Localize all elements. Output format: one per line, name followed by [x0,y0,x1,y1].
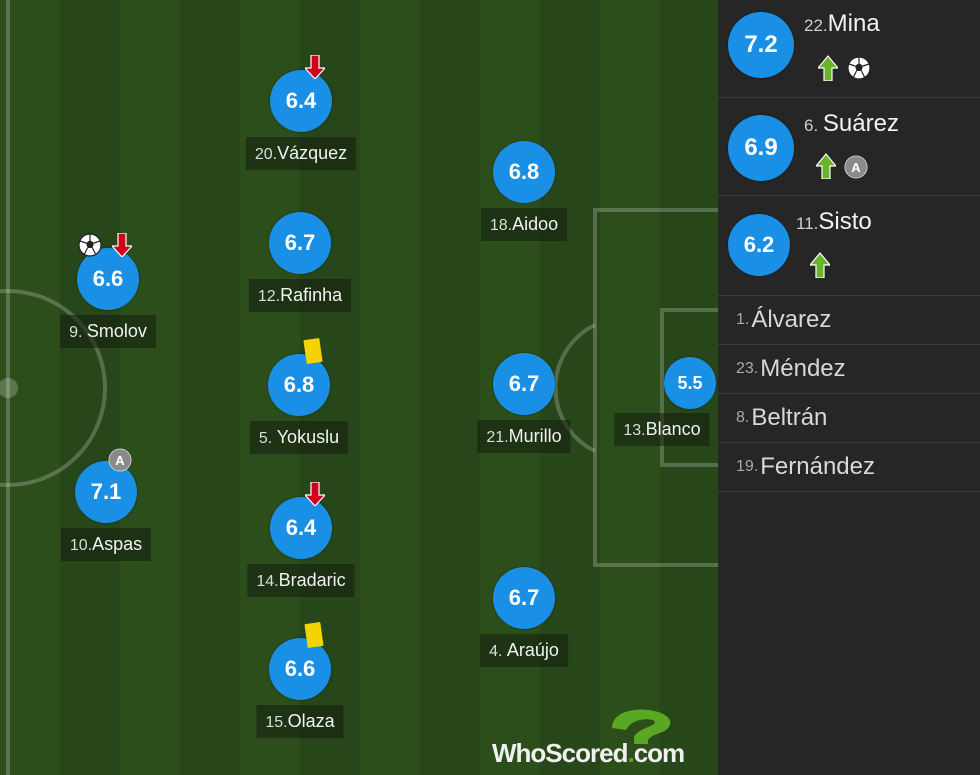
rating-circle: 6.8 [268,354,330,416]
shirt-number: 13. [623,422,646,439]
shirt-number: 21. [486,429,509,446]
player-name-tag: 9. Smolov [60,315,156,348]
player-name-tag: 4. Araújo [480,634,568,667]
sub-on-arrow-icon [808,252,832,278]
shirt-number: 23. [736,360,759,377]
sub-name: 6. Suárez [804,110,899,138]
player-name-tag: 12.Rafinha [248,279,352,312]
assist-badge-icon: A [108,448,132,472]
player-name: Fernández [760,453,875,480]
bench-player-fernandez[interactable]: 19.Fernández [718,443,980,492]
player-name: Aspas [92,534,143,554]
goal-box [660,308,718,467]
player-name-tag: 20.Vázquez [245,137,357,170]
player-name: Yokuslu [276,427,340,447]
yellow-card-icon [301,338,325,364]
shirt-number: 9. [69,324,87,341]
sub-player-suarez[interactable]: 6.9 6. Suárez A [718,98,980,196]
logo-tld: com [633,738,685,768]
player-name: Sisto [818,208,872,235]
center-circle [0,289,107,487]
shirt-number: 5. [258,430,277,447]
shirt-number: 22. [804,16,828,35]
rating-circle: 6.9 [728,115,794,181]
player-name: Bradaric [278,570,346,590]
player-name: Araújo [506,640,559,660]
player-name-tag: 21.Murillo [477,420,571,453]
shirt-number: 12. [257,288,281,305]
yellow-card-icon [302,622,326,648]
bench-player-alvarez[interactable]: 1. Álvarez [718,296,980,345]
shirt-number: 18. [489,217,513,234]
shirt-number: 14. [256,573,279,590]
bench-panel: 7.2 22.Mina 6.9 6. Suárez A 6.2 11.Sisto… [718,0,980,775]
shirt-number: 4. [489,643,507,660]
rating-circle: 6.6 [77,248,139,310]
logo-wordmark: WhoScored.com [492,738,685,769]
penalty-box [593,208,718,567]
bench-player-mendez[interactable]: 23.Méndez [718,345,980,394]
shirt-number: 1. [736,311,750,328]
sub-player-mina[interactable]: 7.2 22.Mina [718,0,980,98]
logo-question-mark-icon [612,709,671,744]
player-name-tag: 15.Olaza [256,705,344,738]
rating-circle: 6.7 [493,567,555,629]
logo-dot: . [627,738,634,768]
shirt-number: 15. [265,714,288,731]
rating-circle: 6.4 [270,497,332,559]
player-name: Rafinha [280,285,343,305]
player-name: Mina [827,10,880,37]
player-name: Álvarez [751,306,832,333]
shirt-number: 6. [804,116,823,135]
whoscored-logo: WhoScored.com [492,706,707,770]
sub-off-arrow-icon [110,233,134,257]
player-name-tag: 10.Aspas [60,528,152,561]
rating-circle: 5.5 [664,357,716,409]
player-name: Smolov [86,321,147,341]
shirt-number: 11. [796,214,819,233]
shirt-number: 8. [736,409,750,426]
player-name: Olaza [287,711,335,731]
player-name-tag: 13.Blanco [614,413,710,446]
player-name-tag: 14.Bradaric [247,564,355,597]
player-name: Aidoo [512,214,559,234]
goal-ball-icon [78,233,102,257]
shirt-number: 20. [254,146,278,163]
rating-circle: 6.8 [493,141,555,203]
rating-circle: 6.7 [269,212,331,274]
sub-off-arrow-icon [303,55,327,79]
sub-player-sisto[interactable]: 6.2 11.Sisto [718,196,980,296]
player-name-tag: 5. Yokuslu [249,421,349,454]
sub-name: 22.Mina [804,10,880,38]
assist-badge-label: A [851,159,861,175]
assist-badge-icon: A [844,155,868,179]
sub-name: 11.Sisto [796,208,872,236]
player-name: Blanco [645,419,701,439]
pitch-markings [0,0,718,775]
logo-brand: WhoScored [492,738,628,768]
rating-circle: 6.2 [728,214,790,276]
rating-circle: 6.7 [493,353,555,415]
player-name: Murillo [508,426,562,446]
center-spot [0,378,18,398]
bench-player-beltran[interactable]: 8. Beltrán [718,394,980,443]
sub-on-arrow-icon [814,153,838,179]
rating-circle: 7.2 [728,12,794,78]
goal-ball-icon [847,56,871,80]
sub-on-arrow-icon [816,55,840,81]
rating-circle: 7.1 [75,461,137,523]
shirt-number: 10. [69,537,93,554]
player-name: Méndez [760,355,846,382]
player-name: Beltrán [751,404,828,431]
assist-badge-label: A [115,452,125,468]
sub-off-arrow-icon [303,482,327,506]
rating-circle: 6.6 [269,638,331,700]
player-name: Suárez [822,110,899,137]
rating-circle: 6.4 [270,70,332,132]
penalty-arc [553,323,596,453]
player-name: Vázquez [277,143,348,163]
player-name-tag: 18.Aidoo [480,208,568,241]
pitch: 6.4 20.Vázquez 6.6 9. Smolov 6.7 12.Rafi… [0,0,718,775]
shirt-number: 19. [736,458,759,475]
